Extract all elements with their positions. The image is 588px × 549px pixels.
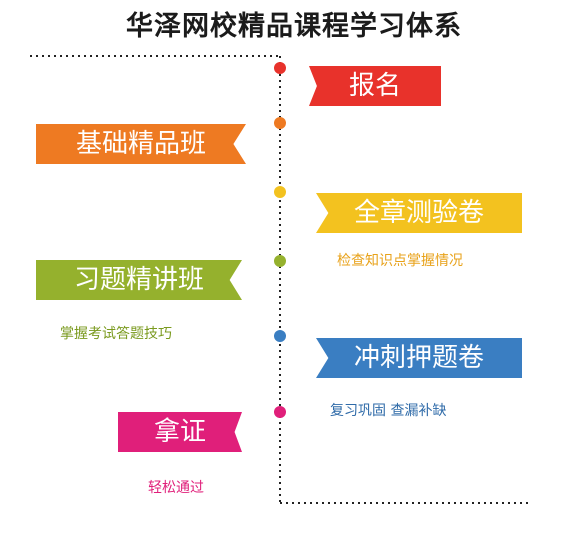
timeline-dot-4 <box>274 255 286 267</box>
step-banner-3: 全章测验卷 <box>316 193 522 233</box>
timeline-dot-2 <box>274 117 286 129</box>
step-banner-6: 拿证 <box>118 412 242 452</box>
step-subtitle-4: 掌握考试答题技巧 <box>60 326 172 342</box>
step-subtitle-3: 检查知识点掌握情况 <box>337 253 463 269</box>
step-subtitle-6: 轻松通过 <box>148 480 204 496</box>
step-banner-4: 习题精讲班 <box>36 260 242 300</box>
step-subtitle-5: 复习巩固 查漏补缺 <box>330 403 447 419</box>
timeline-dot-6 <box>274 406 286 418</box>
timeline-dot-1 <box>274 62 286 74</box>
step-banner-1: 报名 <box>309 66 441 106</box>
step-banner-5: 冲刺押题卷 <box>316 338 522 378</box>
timeline-dot-3 <box>274 186 286 198</box>
step-banner-2: 基础精品班 <box>36 124 246 164</box>
timeline-dot-5 <box>274 330 286 342</box>
page-title: 华泽网校精品课程学习体系 <box>126 11 462 42</box>
